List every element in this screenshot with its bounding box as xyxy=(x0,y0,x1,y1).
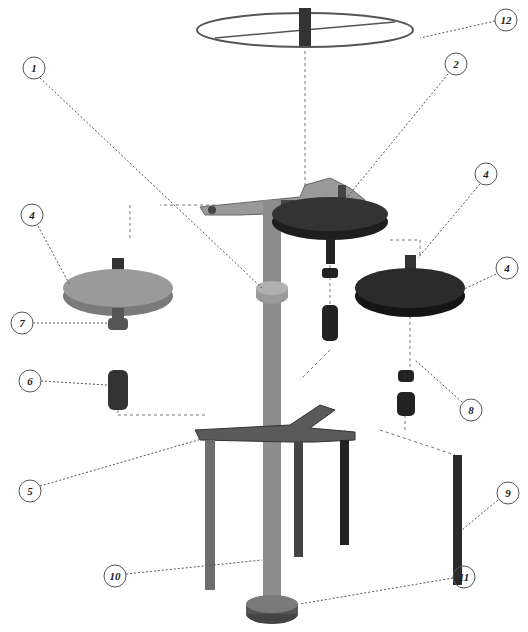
callout-number: 8 xyxy=(459,401,483,419)
callout-number: 1 xyxy=(22,59,46,77)
callout-number: 6 xyxy=(18,372,42,390)
callout-number: 4 xyxy=(20,206,44,224)
callout-number: 4 xyxy=(474,165,498,183)
third-wheel xyxy=(272,197,388,341)
callout-number: 2 xyxy=(444,55,468,73)
fourth-wheel xyxy=(63,258,173,410)
balance-wheel xyxy=(197,8,413,47)
callout-number: 7 xyxy=(10,314,34,332)
lower-bridge xyxy=(195,405,462,590)
callout-number: 4 xyxy=(495,259,519,277)
callout-number: 10 xyxy=(103,567,127,585)
escape-wheel xyxy=(355,255,465,416)
callout-number: 9 xyxy=(496,484,520,502)
callout-leaders xyxy=(11,9,519,604)
callout-number: 12 xyxy=(494,11,518,29)
callout-number: 5 xyxy=(18,482,42,500)
callout-number: 11 xyxy=(452,568,476,586)
